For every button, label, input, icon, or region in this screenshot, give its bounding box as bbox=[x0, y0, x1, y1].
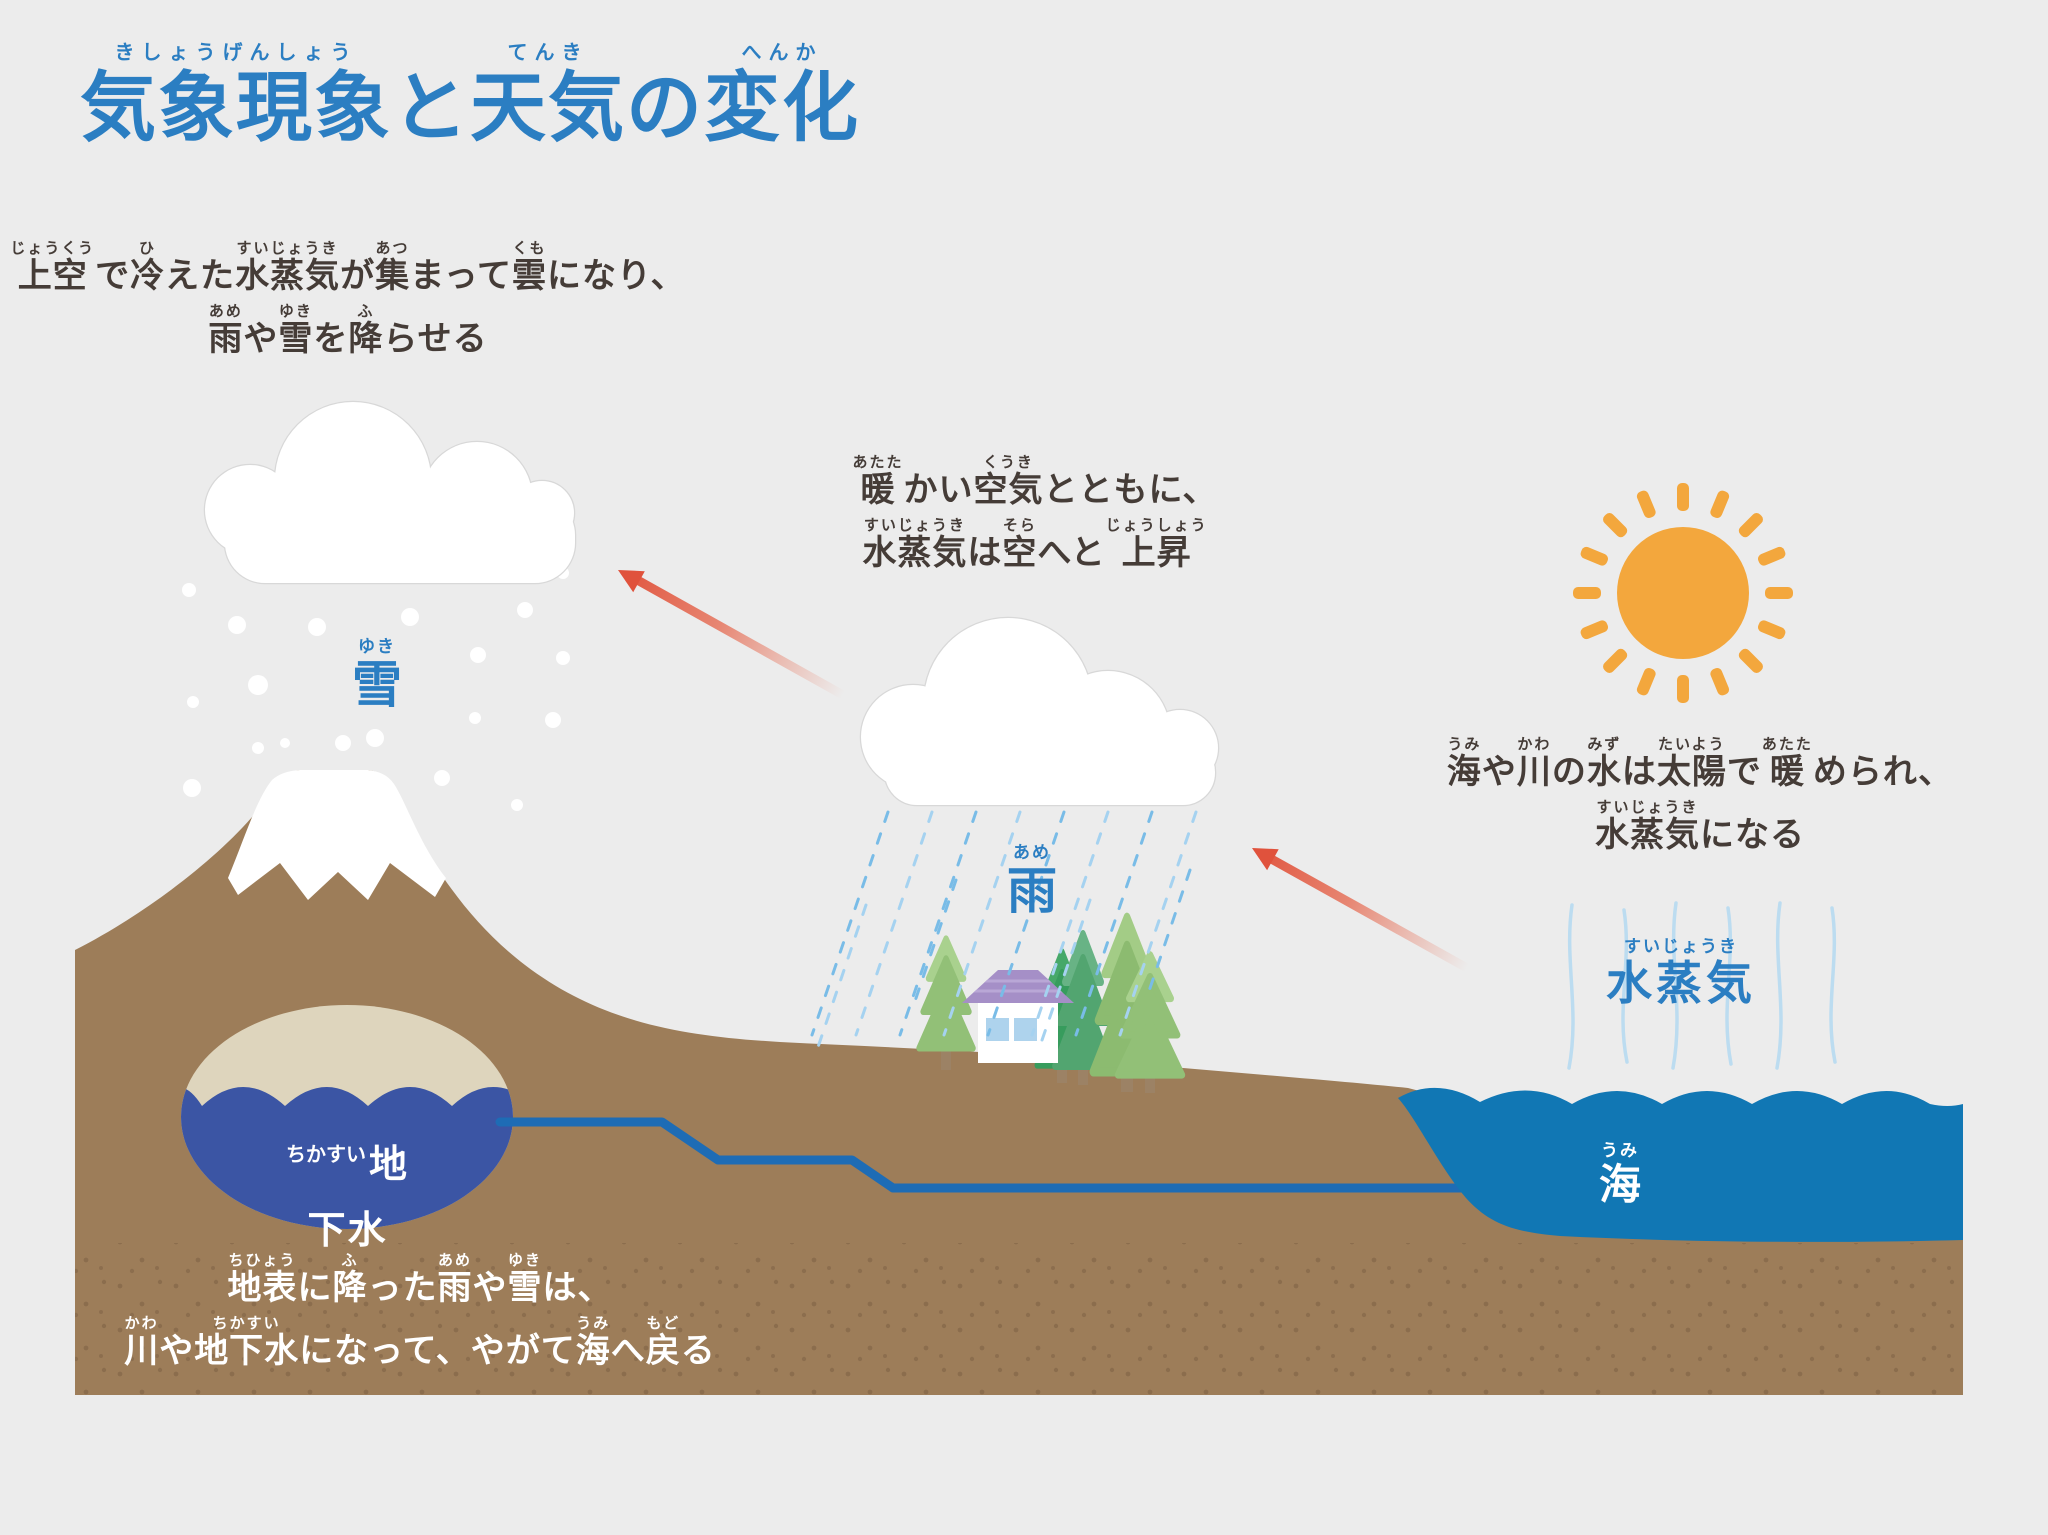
label-sea: うみ海 bbox=[1598, 1141, 1641, 1209]
snowflakes bbox=[182, 567, 570, 811]
groundwater-pocket bbox=[181, 1005, 513, 1229]
ground bbox=[75, 770, 1963, 1395]
trees bbox=[919, 917, 1182, 1093]
page-title: きしょうげんしょう気象現象 とてんき天気 のへんか変化 bbox=[80, 40, 860, 152]
sea bbox=[1398, 1087, 1963, 1242]
note-vapor-rises: あたた暖 かいくうき空気 とともに、すいじょうき水蒸気 はそら空 へとじょうしょ… bbox=[852, 453, 1218, 574]
rain-cloud-icon bbox=[859, 616, 1220, 807]
vapor-lines bbox=[1567, 901, 1837, 1070]
label-rain: あめ雨 bbox=[1007, 843, 1057, 920]
river bbox=[495, 1117, 1475, 1193]
label-snow: ゆき雪 bbox=[352, 637, 402, 714]
window-icon bbox=[986, 1018, 1009, 1041]
note-sun-warms-water: うみ海 やかわ川 のみず水 はたいよう太陽 であたた暖 められ、すいじょうき水蒸… bbox=[1446, 735, 1954, 856]
snow-cloud-icon bbox=[203, 400, 577, 585]
note-cloud-formation: じょうくう上空 でひ冷 えたすいじょうき水蒸気 があつ集 まってくも雲 になり、… bbox=[10, 239, 686, 360]
label-water-vapor: すいじょうき水蒸気 bbox=[1606, 937, 1756, 1010]
note-return-to-sea: ちひょう地表 にふ降 ったあめ雨 やゆき雪 は、かわ川 やちかすい地下水 になっ… bbox=[124, 1251, 716, 1372]
subsoil-speckles bbox=[75, 1243, 1963, 1395]
arrow-to-snow-cloud bbox=[618, 570, 846, 699]
rain-lines bbox=[810, 810, 1198, 1052]
mountain-snow-cap bbox=[228, 770, 446, 900]
sun-icon bbox=[1573, 483, 1793, 703]
arrow-to-rain-cloud bbox=[1252, 848, 1470, 972]
label-groundwater: ちかすい 地 下水 bbox=[285, 1141, 409, 1252]
